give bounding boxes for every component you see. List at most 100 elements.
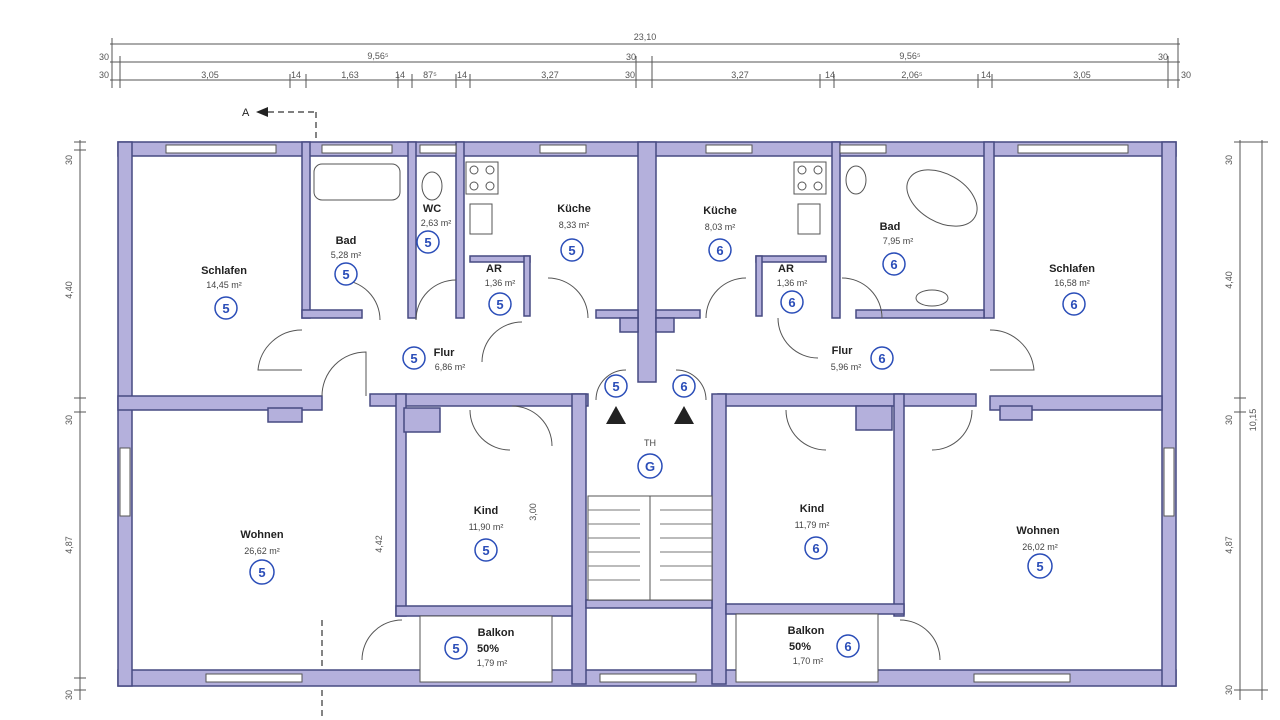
room-wohnen-left: Wohnen 26,62 m² 5 xyxy=(240,529,284,585)
unit-label: 6 xyxy=(716,243,723,258)
room-name: Küche xyxy=(703,205,737,217)
dim-label: 14 xyxy=(291,70,301,80)
top-dimensions: 23,10 30 9,56⁵ 30 9,56⁵ 30 30 3,05 14 1,… xyxy=(99,32,1191,88)
dim-label: 4,40 xyxy=(1224,271,1234,289)
dim-label: 30 xyxy=(1224,155,1234,165)
dim-label: 3,27 xyxy=(541,70,559,80)
dim-label: 14 xyxy=(457,70,467,80)
room-name: Kind xyxy=(800,503,824,515)
fixtures xyxy=(313,161,978,601)
unit-label: 5 xyxy=(452,641,459,656)
room-name: Schlafen xyxy=(201,265,247,277)
room-name: Flur xyxy=(832,345,853,357)
room-balkon-right: Balkon 50% 1,70 m² 6 xyxy=(735,613,879,683)
dim-label: 87⁵ xyxy=(423,70,437,80)
room-schlafen-left: Schlafen 14,45 m² 5 xyxy=(201,265,247,320)
room-ar-right: AR 1,36 m² 6 xyxy=(777,263,808,314)
sink-icon xyxy=(915,289,949,307)
dim-label: 4,87 xyxy=(1224,536,1234,554)
dim-label: 3,05 xyxy=(1073,70,1091,80)
room-name: Bad xyxy=(336,235,357,247)
room-treppenhaus: 5 6 TH G xyxy=(604,374,696,479)
sink-icon xyxy=(469,203,493,235)
unit-label: 5 xyxy=(258,565,265,580)
dim-label: 4,40 xyxy=(64,281,74,299)
dim-label: 3,27 xyxy=(731,70,749,80)
unit-marker-circle xyxy=(214,296,238,320)
room-name: AR xyxy=(486,263,502,275)
room-area: 1,36 m² xyxy=(777,278,808,288)
left-dimensions: 30 4,40 30 4,87 30 xyxy=(64,140,86,700)
room-area: 7,95 m² xyxy=(883,236,914,246)
dim-label: 30 xyxy=(99,52,109,62)
unit-label: 6 xyxy=(878,351,885,366)
dim-label: 4,87 xyxy=(64,536,74,554)
dim-label: 30 xyxy=(1181,70,1191,80)
room-kueche-left: Küche 8,33 m² 5 xyxy=(557,203,591,262)
room-pct: 50% xyxy=(789,641,811,653)
room-bad-left: Bad 5,28 m² 5 xyxy=(331,235,362,286)
unit-label: 5 xyxy=(568,243,575,258)
room-area: 14,45 m² xyxy=(206,280,242,290)
unit-label: 5 xyxy=(496,297,503,312)
room-pct: 50% xyxy=(477,643,499,655)
dim-label: 30 xyxy=(1224,415,1234,425)
room-area: 1,70 m² xyxy=(793,656,824,666)
room-name: Balkon xyxy=(478,627,515,639)
walls xyxy=(117,141,1177,687)
room-balkon-left: 5 Balkon 50% 1,79 m² xyxy=(419,615,553,683)
room-name: Wohnen xyxy=(240,529,283,541)
dim-label: 30 xyxy=(64,690,74,700)
room-area: 5,28 m² xyxy=(331,250,362,260)
sink-icon xyxy=(797,203,821,235)
room-area: 2,63 m² xyxy=(421,218,452,228)
unit-label: 5 xyxy=(1036,559,1043,574)
room-kind-right: Kind 11,79 m² 6 xyxy=(795,503,830,560)
windows xyxy=(119,144,1175,683)
unit-label: 6 xyxy=(844,639,851,654)
room-wohnen-right: Wohnen 26,02 m² 5 xyxy=(1016,525,1060,579)
room-area: 8,33 m² xyxy=(559,220,590,230)
dim-label: 9,56⁵ xyxy=(367,51,389,61)
dim-total: 23,10 xyxy=(634,32,657,42)
room-name: Balkon xyxy=(788,625,825,637)
room-area: 11,79 m² xyxy=(795,520,830,530)
room-name: Wohnen xyxy=(1016,525,1059,537)
room-area: 16,58 m² xyxy=(1054,278,1090,288)
room-name: Flur xyxy=(434,347,455,359)
toilet-icon xyxy=(421,171,443,201)
stove-icon xyxy=(465,161,499,195)
room-name: Kind xyxy=(474,505,498,517)
room-kueche-right: Küche 8,03 m² 6 xyxy=(703,205,737,262)
toilet-icon xyxy=(845,165,867,195)
dim-label: 1,63 xyxy=(341,70,359,80)
bathtub-icon xyxy=(313,163,401,201)
room-area: 8,03 m² xyxy=(705,222,736,232)
unit-label: 6 xyxy=(788,295,795,310)
dim-label: 3,05 xyxy=(201,70,219,80)
dim-label: 30 xyxy=(64,415,74,425)
room-name: Schlafen xyxy=(1049,263,1095,275)
room-area: 1,79 m² xyxy=(477,658,508,668)
room-area: 5,96 m² xyxy=(831,362,862,372)
room-wc-left: WC 2,63 m² 5 xyxy=(416,203,452,254)
room-area: 11,90 m² xyxy=(469,522,504,532)
dim-label: 30 xyxy=(1158,52,1168,62)
unit-label: 6 xyxy=(680,379,687,394)
room-flur-left: 5 Flur 6,86 m² xyxy=(402,346,465,372)
room-area: 26,02 m² xyxy=(1022,542,1058,552)
room-schlafen-right: Schlafen 16,58 m² 6 xyxy=(1049,263,1095,316)
dim-label: 30 xyxy=(1224,685,1234,695)
dim-label: 9,56⁵ xyxy=(899,51,921,61)
right-dimensions: 30 4,40 30 4,87 30 10,15 xyxy=(1224,140,1268,700)
unit-label: 5 xyxy=(342,267,349,282)
entrance-arrow-icon xyxy=(606,406,626,424)
room-bad-right: Bad 7,95 m² 6 xyxy=(880,221,914,276)
room-name: Bad xyxy=(880,221,901,233)
doors xyxy=(257,277,1035,661)
bathtub-icon xyxy=(906,169,978,227)
room-name: AR xyxy=(778,263,794,275)
room-area: 26,62 m² xyxy=(244,546,280,556)
dim-label: 30 xyxy=(99,70,109,80)
